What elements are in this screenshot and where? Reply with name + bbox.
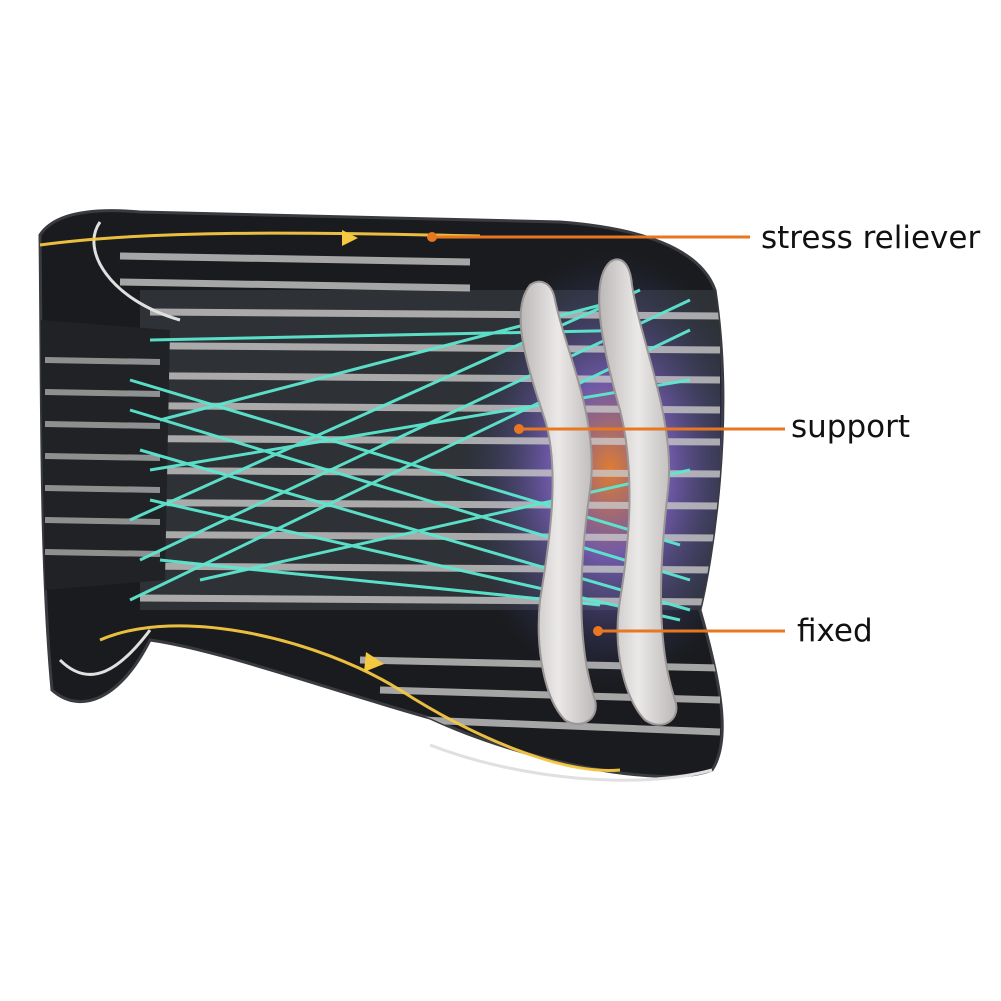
callout-dot-support bbox=[514, 424, 524, 434]
callout-dot-stress-reliever bbox=[427, 232, 437, 242]
callout-label-fixed: fixed bbox=[797, 613, 873, 649]
flow-lines bbox=[39, 231, 621, 772]
arrow-right-icon bbox=[342, 230, 358, 246]
callout-lines bbox=[432, 235, 785, 633]
spinal-stays bbox=[519, 258, 678, 726]
callout-label-stress-reliever: stress reliever bbox=[761, 220, 981, 256]
callout-label-support: support bbox=[791, 409, 911, 445]
arrow-right-icon bbox=[364, 652, 384, 672]
callout-dot-fixed bbox=[593, 626, 603, 636]
